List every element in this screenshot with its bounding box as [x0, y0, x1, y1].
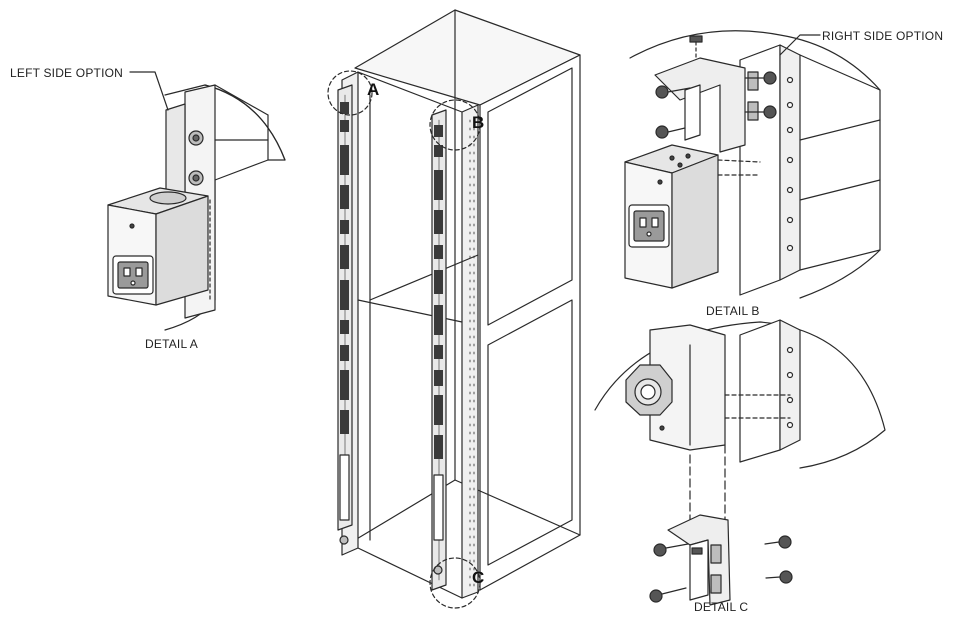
detail-c-screw-icon — [654, 544, 688, 556]
callout-circle-b — [430, 100, 480, 150]
detail-a-label: DETAIL A — [145, 337, 198, 351]
detail-c-label: DETAIL C — [694, 600, 749, 614]
detail-c-illustration — [595, 320, 885, 605]
detail-c-screw-icon — [650, 588, 686, 602]
callout-circle-a — [328, 71, 372, 115]
left-side-option-leader — [130, 72, 168, 110]
detail-c-screw-icon — [765, 536, 791, 548]
detail-a-bracket-plate — [166, 104, 185, 202]
pdu-strip-right — [432, 110, 446, 590]
detail-b-label: DETAIL B — [706, 304, 760, 318]
detail-c-rack-post — [740, 320, 780, 462]
right-side-option-label: RIGHT SIDE OPTION — [822, 29, 944, 43]
right-side-option-leader — [780, 35, 820, 55]
callout-c: C — [472, 568, 485, 587]
detail-a-illustration — [108, 85, 285, 330]
detail-b-screw-icon — [690, 36, 702, 60]
detail-c-screw-icon — [766, 571, 792, 583]
detail-b-screw-icon — [656, 126, 685, 138]
rack-front-right-post — [462, 105, 478, 598]
rack-post-holes — [470, 120, 474, 590]
detail-b-illustration — [625, 31, 880, 298]
detail-b-screw-icon — [656, 86, 690, 98]
left-side-option-label: LEFT SIDE OPTION — [10, 66, 123, 80]
pdu-strip-left — [338, 85, 352, 544]
callout-circle-c — [430, 558, 480, 608]
callout-b: B — [472, 113, 485, 132]
callout-a: A — [367, 80, 380, 99]
detail-c-screw-icon — [692, 548, 702, 554]
detail-b-screw-icon — [745, 106, 776, 118]
detail-b-screw-icon — [745, 72, 776, 84]
